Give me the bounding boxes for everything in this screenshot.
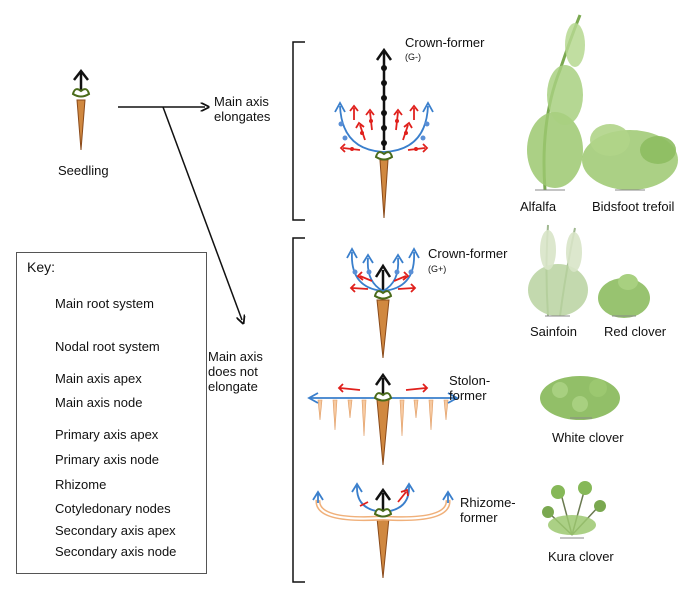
legend-item-secondary-axis-apex: Secondary axis apex xyxy=(55,523,176,538)
crown-former-g-minus-tag: (G-) xyxy=(405,52,421,62)
legend-item-secondary-axis-node: Secondary axis node xyxy=(55,544,177,559)
rhizome-line2: former xyxy=(460,510,498,525)
rhizome-line1: Rhizome- xyxy=(460,495,516,510)
stolon-line2: former xyxy=(449,388,487,403)
stolon-former-diagram xyxy=(307,372,459,466)
branch-elongates-line2: elongates xyxy=(214,109,271,124)
branch-not-line1: Main axis xyxy=(208,349,263,364)
stolon-line1: Stolon- xyxy=(449,373,491,388)
seedling-icon xyxy=(71,68,91,151)
legend-item-main-root: Main root system xyxy=(55,296,154,311)
sainfoin-image xyxy=(528,224,588,317)
crown-former-g-plus-label: Crown-former xyxy=(428,246,508,261)
crown-former-g-minus-diagram xyxy=(334,47,434,219)
legend-item-nodal-root: Nodal root system xyxy=(55,339,160,354)
bidsfoot-trefoil-image xyxy=(582,124,678,191)
rhizome-former-label: Rhizome- former xyxy=(460,495,516,525)
flow-arrows xyxy=(118,107,242,320)
crown-former-g-plus-tag: (G+) xyxy=(428,264,447,274)
main-axis-not-elongate-label: Main axis does not elongate xyxy=(208,349,263,394)
legend-title: Key: xyxy=(27,259,56,275)
crown-former-g-minus-label: Crown-former xyxy=(405,35,485,50)
white-clover-image xyxy=(540,376,620,420)
crown-former-g-plus-diagram xyxy=(346,247,420,359)
white-clover-label: White clover xyxy=(552,430,624,445)
bracket-not-elongate xyxy=(292,237,305,583)
legend-item-primary-axis-apex: Primary axis apex xyxy=(55,427,159,442)
rhizome-former-diagram xyxy=(312,482,454,579)
legend-item-main-axis-apex: Main axis apex xyxy=(55,371,142,386)
legend-item-primary-axis-node: Primary axis node xyxy=(55,452,160,467)
sainfoin-label: Sainfoin xyxy=(530,324,577,339)
stolon-former-label: Stolon- former xyxy=(449,373,490,403)
bidsfoot-trefoil-label: Bidsfoot trefoil xyxy=(592,199,675,214)
bracket-elongates xyxy=(292,41,305,221)
branch-not-line2: does not xyxy=(208,364,258,379)
kura-clover-label: Kura clover xyxy=(548,549,614,564)
legend-item-cotyledonary-nodes: Cotyledonary nodes xyxy=(55,501,171,516)
red-clover-label: Red clover xyxy=(604,324,667,339)
alfalfa-image xyxy=(527,14,585,191)
kura-clover-image xyxy=(542,481,606,539)
branch-not-line3: elongate xyxy=(208,379,258,394)
red-clover-image xyxy=(598,274,650,318)
branch-elongates-line1: Main axis xyxy=(214,94,269,109)
legend-item-main-axis-node: Main axis node xyxy=(55,395,143,410)
alfalfa-label: Alfalfa xyxy=(520,199,557,214)
legend-box: Key: Main root system Nodal root system … xyxy=(16,252,207,574)
legend-item-rhizome: Rhizome xyxy=(55,477,107,492)
main-axis-elongates-label: Main axis elongates xyxy=(214,94,270,124)
seedling-label: Seedling xyxy=(58,163,109,178)
